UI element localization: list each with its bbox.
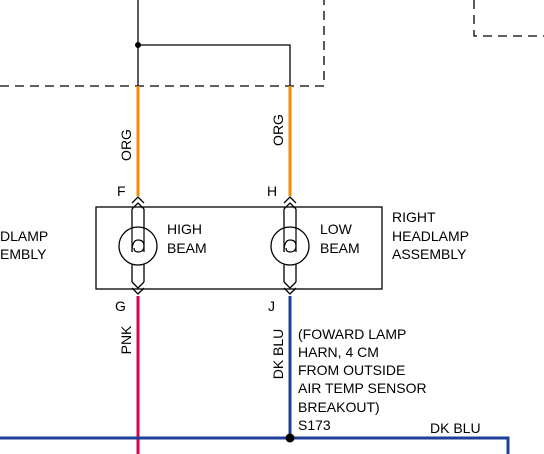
splice-note-line3: FROM OUTSIDE — [298, 362, 405, 378]
feed-wire-branch — [138, 44, 291, 86]
headlamp-assembly-box — [95, 206, 383, 290]
wire-color-label-left-bottom: PNK — [118, 325, 134, 354]
wire-color-label-bus: DK BLU — [430, 420, 481, 436]
splice-id-label: S173 — [298, 417, 331, 433]
splice-dot-top — [135, 42, 141, 48]
pin-label-h: H — [267, 183, 277, 199]
right-headlamp-assembly-line1: RIGHT — [392, 209, 436, 225]
wire-color-label-right-bottom: DK BLU — [270, 329, 286, 380]
connector-chevrons-right-bottom — [283, 281, 297, 295]
low-beam-label-line2: BEAM — [320, 240, 360, 256]
splice-note-line5: BREAKOUT) — [298, 399, 380, 415]
splice-note-line2: HARN, 4 CM — [298, 344, 379, 360]
left-headlamp-assembly-line2: EMBLY — [0, 246, 47, 262]
high-beam-label-line1: HIGH — [167, 221, 202, 237]
dashed-module-outline-right — [473, 0, 544, 37]
wire-color-label-right-top: ORG — [270, 114, 286, 146]
low-beam-bulb-icon — [270, 226, 310, 266]
high-beam-label-line2: BEAM — [167, 240, 207, 256]
pin-label-j: J — [268, 298, 275, 314]
splice-note-line4: AIR TEMP SENSOR — [298, 380, 427, 396]
right-headlamp-assembly-line2: HEADLAMP — [392, 228, 469, 244]
blue-bus-wire — [0, 436, 510, 454]
wire-color-label-left-top: ORG — [118, 129, 134, 161]
left-headlamp-assembly-line1: DLAMP — [0, 228, 48, 244]
splice-note-line1: (FOWARD LAMP — [298, 326, 406, 342]
dashed-module-outline-left — [0, 0, 325, 87]
splice-s173-dot — [285, 433, 295, 443]
pin-label-f: F — [117, 183, 126, 199]
high-beam-bulb-icon — [118, 226, 158, 266]
connector-chevrons-left-bottom — [131, 281, 145, 295]
low-beam-label-line1: LOW — [320, 221, 353, 237]
right-headlamp-assembly-line3: ASSEMBLY — [392, 246, 467, 262]
pin-label-g: G — [115, 298, 126, 314]
